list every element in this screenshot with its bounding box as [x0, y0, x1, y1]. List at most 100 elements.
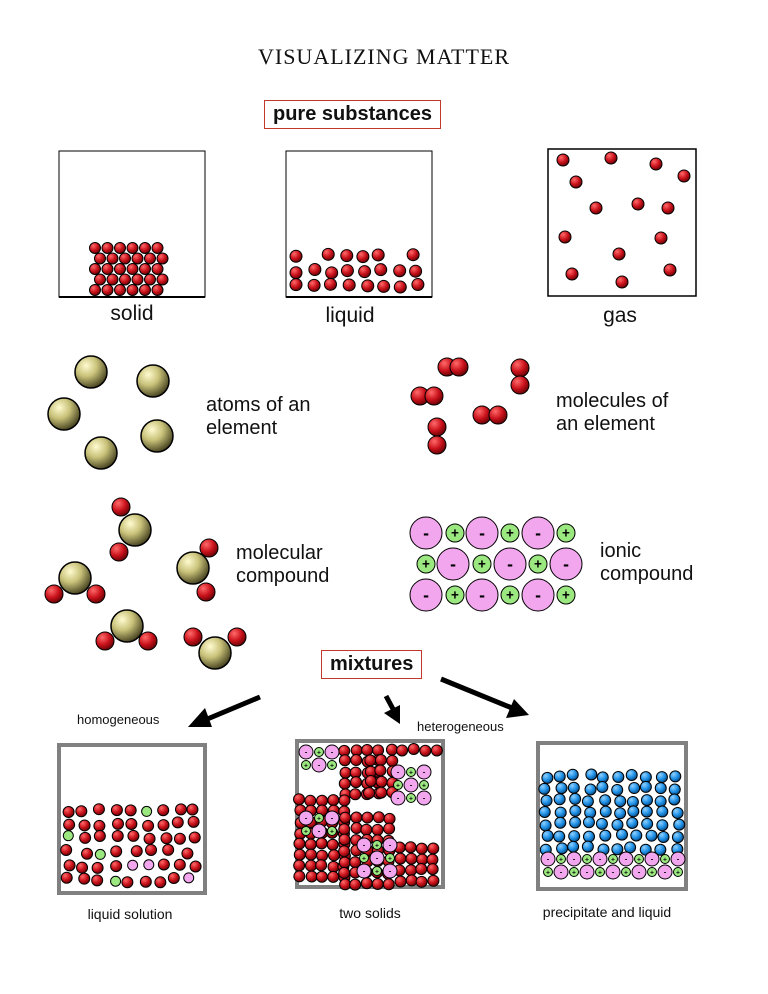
solution-solvent-particle	[124, 804, 137, 817]
liquid-blue-particle	[624, 841, 637, 854]
liquid-particle	[289, 249, 303, 263]
plus-sign: +	[611, 856, 615, 863]
cation-particle	[595, 867, 605, 877]
two-solids-red-particle	[326, 838, 339, 851]
liquid-particle	[325, 266, 339, 280]
two-solids-red-particle	[405, 864, 418, 877]
cation-particle	[472, 554, 492, 574]
solution-solute-green	[141, 805, 153, 817]
liquid-particle	[289, 278, 303, 292]
plus-sign: +	[506, 588, 514, 603]
element-atom	[84, 436, 118, 470]
plus-sign: +	[330, 828, 334, 835]
molecule-atom	[472, 405, 492, 425]
minus-sign: -	[318, 827, 321, 836]
gas-particle	[631, 197, 645, 211]
solid-particle	[114, 284, 126, 296]
gas-box	[547, 148, 697, 297]
minus-sign: -	[397, 794, 400, 803]
liquid-particle	[307, 278, 321, 292]
molecular-compound-diagram	[44, 497, 247, 670]
anion-particle	[311, 757, 327, 773]
two-solids-red-particle	[363, 786, 376, 799]
two-solids-red-particle	[338, 866, 351, 879]
two-solids-red-particle	[405, 852, 418, 865]
ionic-compound-line2: compound	[600, 563, 694, 585]
two-solids-red-particle	[385, 743, 398, 756]
two-solids-red-particle	[293, 859, 306, 872]
liquid-blue-particle	[614, 807, 627, 820]
gas-particle	[556, 153, 570, 167]
two-solids-red-particle	[415, 842, 428, 855]
two-solids-red-particle	[426, 863, 439, 876]
anion-particle	[549, 547, 583, 581]
gas-particle	[558, 230, 572, 244]
two-solids-red-particle	[427, 842, 440, 855]
liquid-particle	[361, 279, 375, 293]
solution-solvent-particle	[130, 845, 143, 858]
two-solids-red-particle	[382, 878, 395, 891]
two-solids-red-particle	[327, 870, 340, 883]
compound-red-atom	[196, 582, 216, 602]
solution-solvent-particle	[157, 858, 170, 871]
two-solids-red-particle	[360, 877, 373, 890]
solution-solvent-particle	[76, 861, 89, 874]
pure-substances-label: pure substances	[264, 100, 441, 129]
liquid-blue-particle	[641, 817, 654, 830]
minus-sign: -	[599, 855, 602, 864]
gas-particle	[612, 247, 626, 261]
liquid-blue-particle	[668, 793, 681, 806]
solution-solute-green	[62, 830, 74, 842]
liquid-blue-particle	[627, 805, 640, 818]
solution-solvent-particle	[186, 803, 199, 816]
plus-sign: +	[624, 869, 628, 876]
two-solids-red-particle	[305, 870, 318, 883]
solution-solvent-particle	[181, 847, 194, 860]
plus-sign: +	[598, 869, 602, 876]
plus-sign: +	[637, 856, 641, 863]
molecular-compound-label: molecular compound	[236, 542, 329, 588]
solid-particle	[131, 252, 144, 265]
atoms-of-element-label: atoms of an element	[206, 394, 311, 440]
liquid-blue-particle	[582, 816, 595, 829]
plus-sign: +	[451, 526, 459, 541]
cation-particle	[569, 867, 579, 877]
minus-sign: -	[423, 768, 426, 777]
liquid-blue-particle	[640, 794, 653, 807]
compound-red-atom	[183, 627, 203, 647]
solid-particle	[89, 284, 101, 296]
anion-particle	[382, 837, 398, 853]
plus-sign: +	[676, 869, 680, 876]
two-solids-particles: -+-+-+-+-+-+-+-+-+-+--+-+-+-+-	[293, 743, 443, 891]
liquid-blue-particle	[569, 792, 582, 805]
two-solids-red-particle	[349, 788, 362, 801]
solution-solvent-particle	[143, 832, 156, 845]
anion-particle	[409, 516, 443, 550]
plus-sign: +	[506, 526, 514, 541]
liquid-blue-particle	[584, 783, 597, 796]
solution-solvent-particle	[187, 815, 200, 828]
solution-solvent-particle	[157, 819, 170, 832]
liquid-blue-particle	[656, 805, 669, 818]
solid-particle	[139, 242, 151, 254]
solution-solvent-particle	[145, 843, 158, 856]
cation-particle	[406, 767, 416, 777]
two-solids-red-particle	[372, 811, 385, 824]
cation-particle	[543, 867, 553, 877]
plus-sign: +	[317, 815, 321, 822]
two-solids-red-particle	[350, 754, 363, 767]
two-solids-red-particle	[293, 793, 306, 806]
cation-particle	[393, 780, 403, 790]
liquid-blue-particle	[630, 829, 643, 842]
liquid-blue-particle	[567, 781, 580, 794]
cation-particle	[556, 585, 576, 605]
solution-solute-green	[94, 848, 106, 860]
gas-particle	[615, 275, 629, 289]
compound-red-atom	[227, 627, 247, 647]
plus-sign: +	[478, 557, 486, 572]
liquid-blue-particle	[553, 830, 566, 843]
solution-solvent-particle	[91, 874, 104, 887]
liquid-blue-particle	[611, 818, 624, 831]
homogeneous-label: homogeneous	[77, 712, 160, 727]
solid-particle	[156, 252, 169, 265]
